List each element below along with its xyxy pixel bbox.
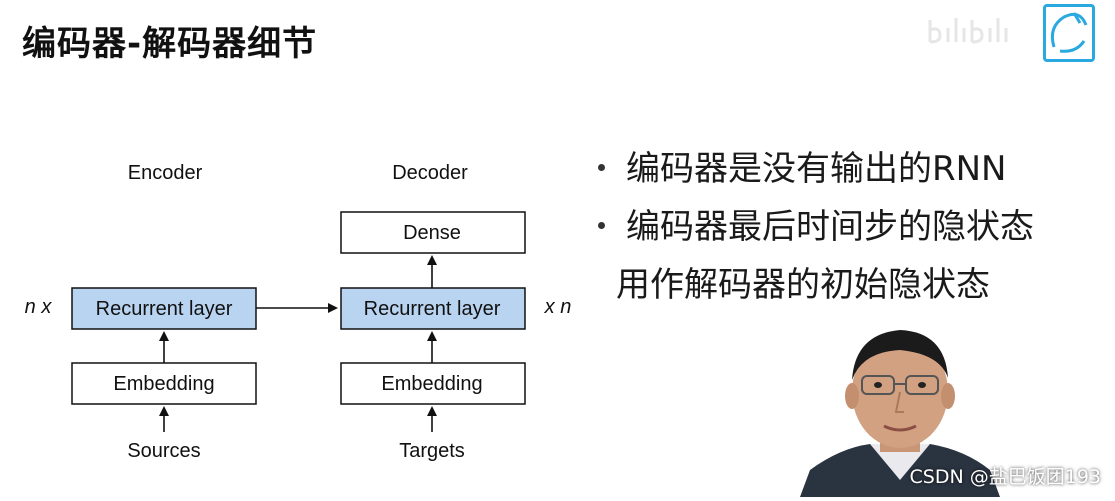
bullet-dot-icon (598, 164, 605, 171)
decoder-input-label: Targets (399, 440, 465, 462)
csdn-credit: CSDN @盐巴饭团193 (909, 466, 1101, 488)
encoder-heading: Encoder (128, 162, 203, 184)
encoder-embedding-label: Embedding (113, 373, 214, 395)
encoder-embedding-box (71, 362, 257, 405)
decoder-dense-box (340, 211, 526, 254)
bilibili-tv-icon (1043, 4, 1095, 62)
bullet-list: 编码器是没有输出的RNN 编码器最后时间步的隐状态 用作解码器的初始隐状态 (596, 140, 1106, 314)
bullet-dot-icon (598, 222, 605, 229)
decoder-recurrent-box (340, 287, 526, 330)
slide-title: 编码器-解码器细节 (22, 24, 318, 64)
encoder-decoder-diagram: Encoder Recurrent layer Embedding Source… (25, 162, 572, 462)
decoder-dense-label: Dense (403, 222, 461, 244)
decoder-embedding-label: Embedding (381, 373, 482, 395)
bullet-item: 编码器是没有输出的RNN (596, 140, 1106, 198)
encoder-recurrent-box (71, 287, 257, 330)
decoder-embedding-box (340, 362, 526, 405)
bullet-text: 编码器最后时间步的隐状态 (626, 207, 1034, 247)
decoder-repeat-label: x n (544, 296, 572, 318)
encoder-recurrent-label: Recurrent layer (96, 298, 233, 320)
decoder-recurrent-label: Recurrent layer (364, 298, 501, 320)
encoder-input-label: Sources (127, 440, 200, 462)
bilibili-watermark-icon (928, 18, 1008, 44)
decoder-heading: Decoder (392, 162, 468, 184)
encoder-repeat-label: n x (25, 296, 53, 318)
bullet-item: 编码器最后时间步的隐状态 (596, 198, 1106, 256)
presenter-video-overlay (800, 320, 1000, 497)
bullet-text: 编码器是没有输出的RNN (626, 149, 1007, 189)
bullet-continuation: 用作解码器的初始隐状态 (616, 265, 990, 305)
